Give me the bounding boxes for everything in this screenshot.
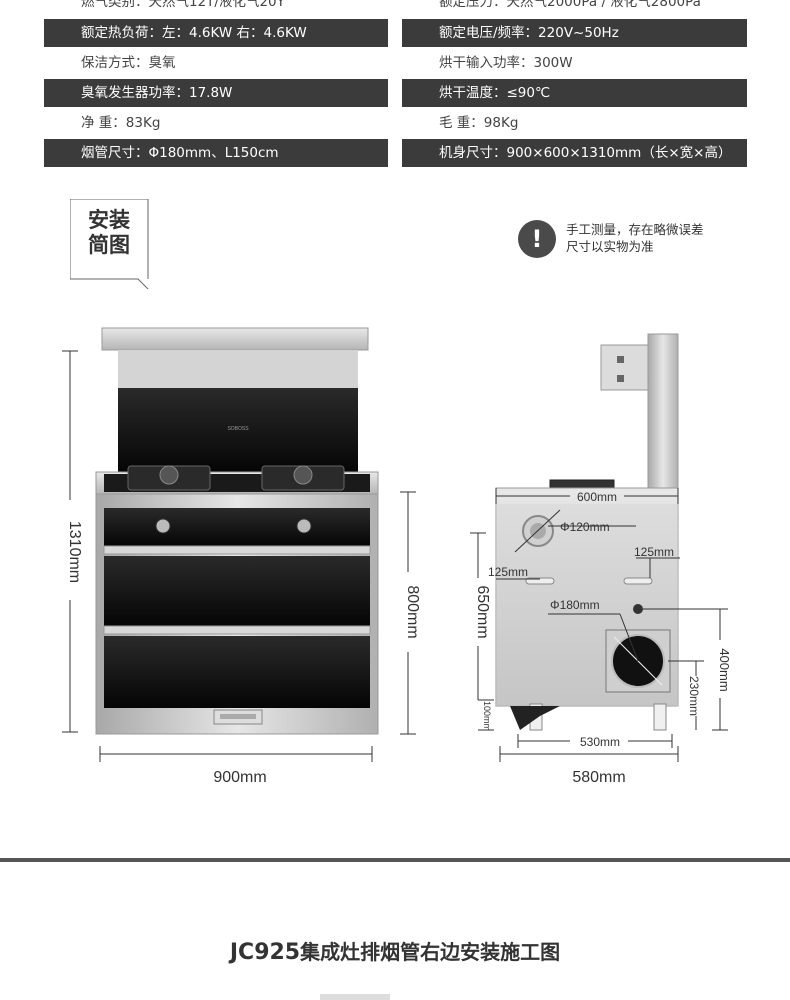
drawer-1 <box>104 556 370 626</box>
right-slot-icon <box>623 577 653 585</box>
side-view: Φ120mm 125mm 125mm Φ180mm 600mm 6 <box>470 333 732 786</box>
model-number: JC925 <box>229 940 301 965</box>
hood-glass-panel <box>118 388 358 473</box>
drawer-2 <box>104 636 370 708</box>
spec-voltage: 额定电压/频率：220V~50Hz <box>402 19 747 47</box>
badge-label: 安装 简图 <box>76 208 142 258</box>
badge-line2: 简图 <box>88 233 130 257</box>
cabinet-height-label: 800mm <box>404 585 421 638</box>
measurement-note: 手工测量，存在略微误差 尺寸以实物为准 <box>566 221 704 255</box>
right-knob-icon <box>296 518 312 534</box>
spec-net-weight: 净 重：83Kg <box>81 115 161 131</box>
next-section-fragment <box>320 994 390 1000</box>
section-title-text: 集成灶排烟管右边安装施工图 <box>300 940 561 964</box>
spec-gross-weight: 毛 重：98Kg <box>439 115 519 131</box>
top-depth-label: 600mm <box>577 490 617 504</box>
front-view: SOBOSS 1310mm 800mm 900mm <box>62 327 421 786</box>
hood-inner <box>118 350 358 390</box>
base-depth-label: 530mm <box>580 735 620 749</box>
side-backsplash <box>647 333 679 505</box>
front-width-label: 900mm <box>213 769 266 786</box>
front-height-label: 1310mm <box>66 521 83 583</box>
control-panel <box>104 508 370 546</box>
pipe-height-label: 400mm <box>717 648 732 691</box>
side-height-label: 650mm <box>474 585 491 638</box>
badge-line1: 安装 <box>88 208 130 232</box>
spec-cleaning: 保洁方式：臭氧 <box>81 55 176 71</box>
spec-rated-pressure: 额定压力：天然气2000Pa / 液化气2800Pa <box>439 0 701 10</box>
right-leg-icon <box>653 703 667 731</box>
spec-drying-power: 烘干输入功率：300W <box>439 55 573 71</box>
note-line2: 尺寸以实物为准 <box>566 239 654 254</box>
drawer-handle-1 <box>103 545 371 555</box>
leg-height-label: 100mm <box>482 701 492 731</box>
dimension-drawings: SOBOSS 1310mm 800mm 900mm <box>62 327 732 786</box>
vent-dia-label: Φ120mm <box>560 520 610 534</box>
spec-ozone-power: 臭氧发生器功率：17.8W <box>44 79 388 107</box>
spec-drying-temp: 烘干温度：≤90℃ <box>402 79 747 107</box>
spec-body-size: 机身尺寸：900×600×1310mm（长×宽×高） <box>402 139 747 167</box>
note-line1: 手工测量，存在略微误差 <box>566 222 704 237</box>
pipe-dia-label: Φ180mm <box>550 598 600 612</box>
gas-port-icon <box>633 604 643 614</box>
hood-top <box>101 327 369 351</box>
install-diagram-badge <box>70 199 149 289</box>
right-slot-dim: 125mm <box>634 545 674 559</box>
exclamation-icon: ! <box>518 220 556 258</box>
section-title: JC925集成灶排烟管右边安装施工图 <box>0 936 790 965</box>
side-depth-label: 580mm <box>572 769 625 786</box>
side-hood-cap <box>600 344 650 391</box>
drawer-handle-2 <box>103 625 371 635</box>
left-knob-icon <box>155 518 171 534</box>
left-slot-dim: 125mm <box>488 565 528 579</box>
spec-gas-type: 燃气类别：天然气12T/液化气20Y <box>81 0 285 10</box>
section-divider <box>0 858 790 862</box>
brand-logo: SOBOSS <box>227 426 249 432</box>
spec-flue-size: 烟管尺寸：Φ180mm、L150cm <box>44 139 388 167</box>
spec-heat-load: 额定热负荷：左：4.6KW 右：4.6KW <box>44 19 388 47</box>
pipe-bottom-label: 230mm <box>687 676 701 716</box>
